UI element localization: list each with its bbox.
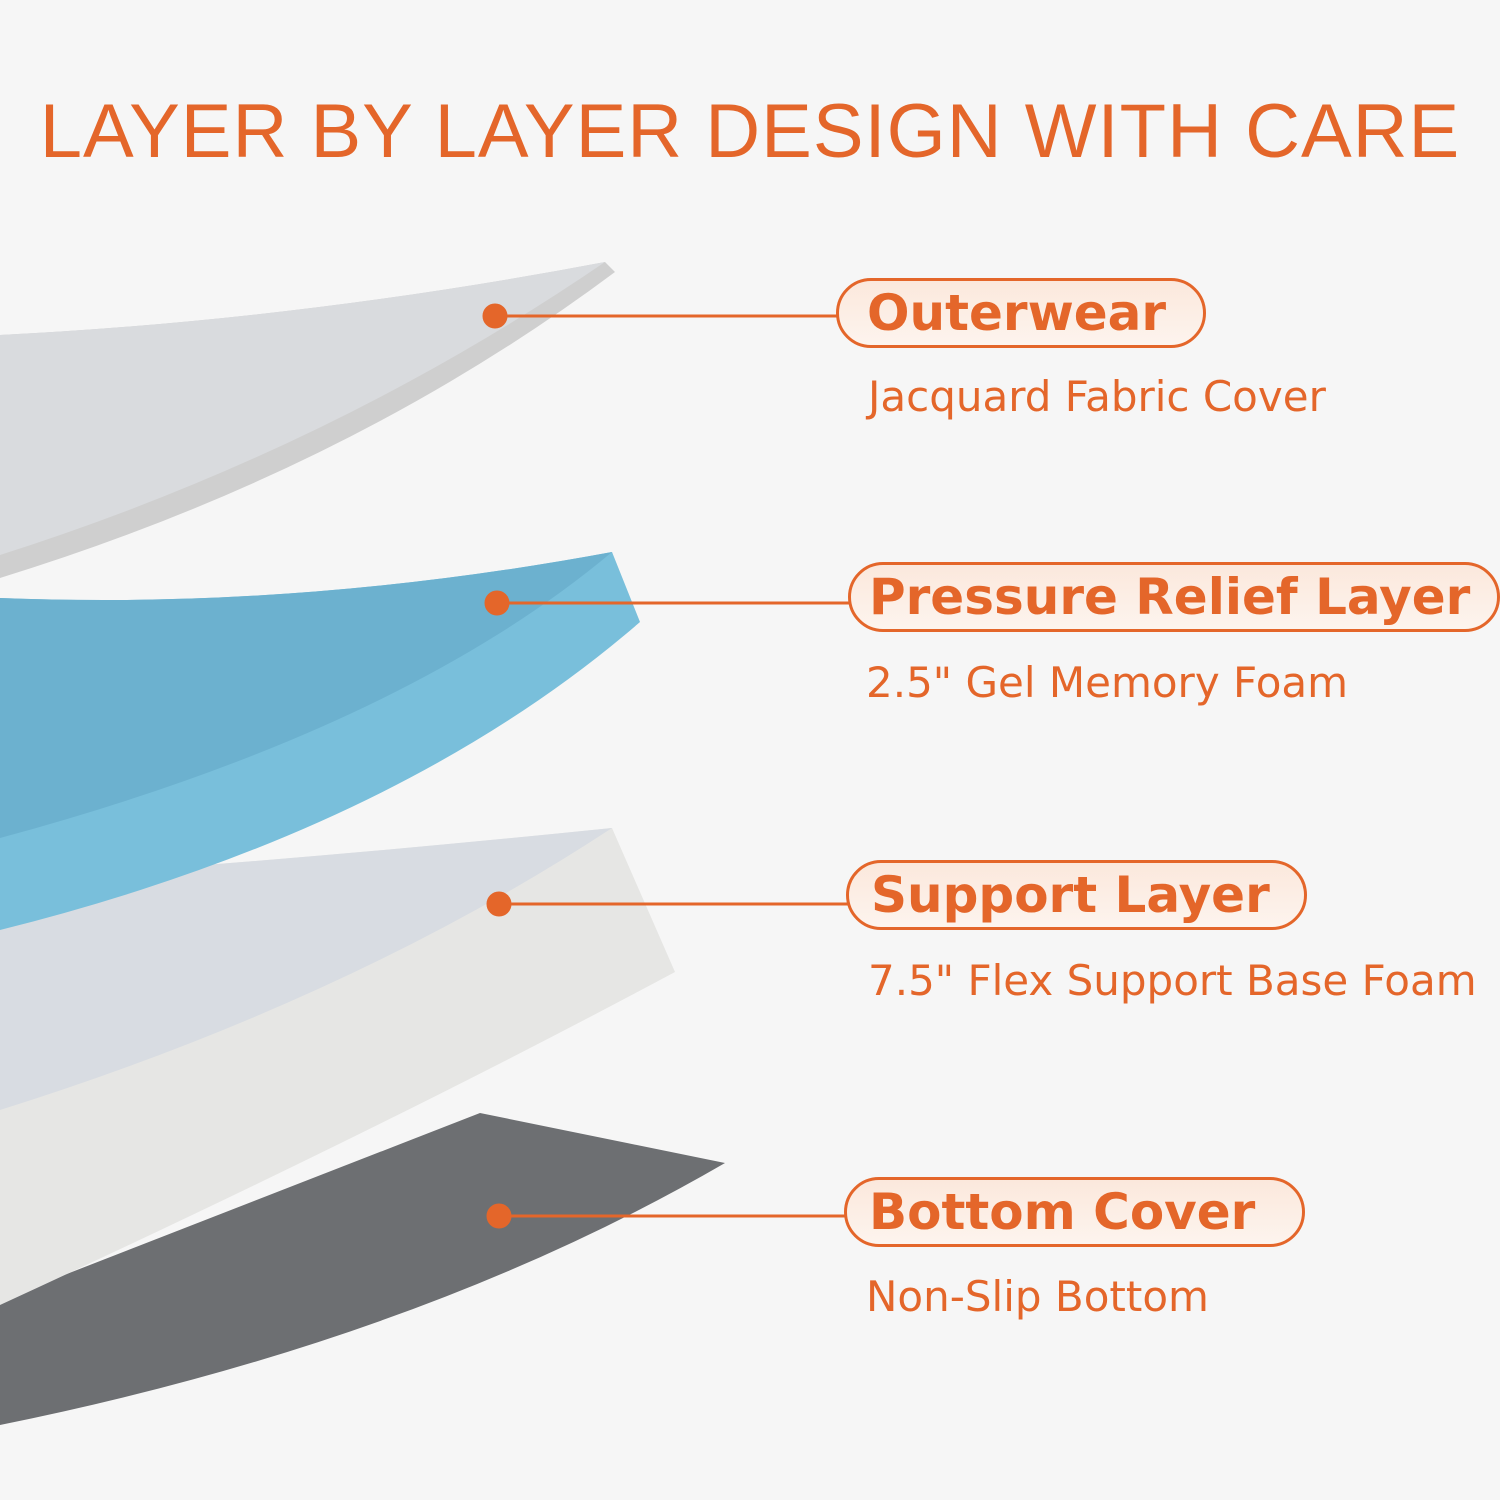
bottom-cover-description: Non-Slip Bottom [866, 1272, 1209, 1321]
bottom-cover-layer [0, 1113, 725, 1425]
outerwear-dot [482, 303, 508, 329]
pressure-relief-description: 2.5" Gel Memory Foam [866, 658, 1349, 707]
support-layer-top [0, 828, 612, 1110]
support-layer-label: Support Layer [846, 860, 1307, 930]
outerwear-description: Jacquard Fabric Cover [868, 372, 1326, 421]
pressure-layer-top [0, 552, 612, 838]
pressure-relief-label: Pressure Relief Layer [848, 562, 1500, 632]
support-dot [486, 891, 512, 917]
outerwear-label: Outerwear [836, 278, 1206, 348]
page-title: LAYER BY LAYER DESIGN WITH CARE [39, 89, 1461, 174]
bottom-dot [486, 1203, 512, 1229]
pressure-dot [484, 590, 510, 616]
support-layer-description: 7.5" Flex Support Base Foam [868, 956, 1477, 1005]
bottom-cover-label: Bottom Cover [844, 1177, 1305, 1247]
outerwear-layer-top [0, 262, 605, 555]
